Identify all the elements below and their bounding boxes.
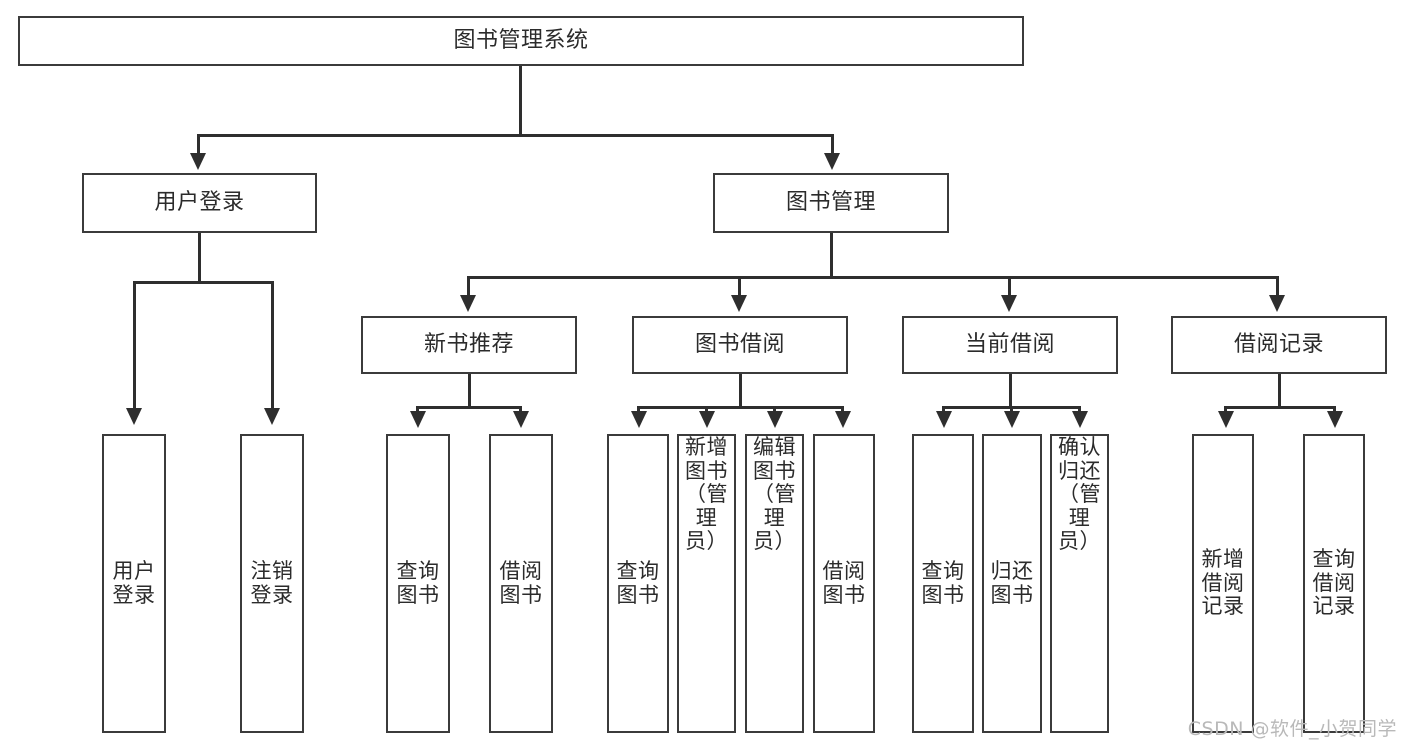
arrow-current-borrow-to-return <box>1004 411 1020 428</box>
leaf-query-borrow-record[interactable]: 查询借阅记录 <box>1303 434 1365 733</box>
leaf-query-book-borrow[interactable]: 查询图书 <box>607 434 669 733</box>
connector-new-book-drop-1 <box>416 406 419 414</box>
arrow-user-login-to-login <box>126 408 142 425</box>
leaf-user-login[interactable]: 用户登录 <box>102 434 166 733</box>
leaf-edit-book-admin[interactable]: 编辑图书（管理员） <box>745 434 804 733</box>
node-root-label: 图书管理系统 <box>453 28 589 54</box>
node-new-book-recommend-label: 新书推荐 <box>423 332 514 358</box>
leaf-lend-book[interactable]: 借阅图书 <box>813 434 875 733</box>
connector-root-drop-1 <box>197 134 200 156</box>
arrow-current-borrow-to-confirm <box>1072 411 1088 428</box>
leaf-borrow-book-newbook-label: 借阅图书 <box>499 558 543 607</box>
arrow-book-mgmt-to-current-borrow <box>1001 295 1017 312</box>
arrow-root-to-book-mgmt <box>824 153 840 170</box>
leaf-confirm-return-admin-label: 确认归还（管理员） <box>1058 435 1101 554</box>
node-book-management-label: 图书管理 <box>785 190 876 216</box>
arrow-book-mgmt-to-borrow <box>731 295 747 312</box>
connector-current-borrow-drop-3 <box>1078 406 1081 414</box>
arrow-records-to-query <box>1327 411 1343 428</box>
arrow-book-borrow-to-add <box>699 411 715 428</box>
connector-root-bus <box>197 134 834 137</box>
connector-book-mgmt-stem <box>830 233 833 278</box>
node-book-borrow-label: 图书借阅 <box>694 332 785 358</box>
connector-book-mgmt-drop-4 <box>1276 276 1279 298</box>
arrow-new-book-to-borrow <box>513 411 529 428</box>
connector-book-borrow-drop-4 <box>841 406 844 414</box>
leaf-logout-label: 注销登录 <box>250 558 294 607</box>
connector-user-login-stem <box>198 233 201 283</box>
node-new-book-recommend[interactable]: 新书推荐 <box>361 316 577 374</box>
connector-root-drop-2 <box>831 134 834 156</box>
connector-new-book-stem <box>468 374 471 408</box>
arrow-book-mgmt-to-records <box>1269 295 1285 312</box>
leaf-query-book-current-label: 查询图书 <box>921 558 965 607</box>
arrow-book-borrow-to-edit <box>767 411 783 428</box>
arrow-records-to-add <box>1218 411 1234 428</box>
arrow-book-borrow-to-lend <box>835 411 851 428</box>
leaf-add-borrow-record-label: 新增借阅记录 <box>1201 547 1245 619</box>
leaf-query-book-newbook[interactable]: 查询图书 <box>386 434 450 733</box>
leaf-add-book-admin-label: 新增图书（管理员） <box>685 435 728 554</box>
leaf-edit-book-admin-label: 编辑图书（管理员） <box>753 435 796 554</box>
connector-records-stem <box>1278 374 1281 408</box>
connector-root-stem <box>519 66 522 136</box>
node-root[interactable]: 图书管理系统 <box>18 16 1024 66</box>
leaf-user-login-label: 用户登录 <box>112 558 156 607</box>
arrow-new-book-to-query <box>410 411 426 428</box>
leaf-query-borrow-record-label: 查询借阅记录 <box>1312 547 1356 619</box>
leaf-return-book[interactable]: 归还图书 <box>982 434 1042 733</box>
leaf-add-borrow-record[interactable]: 新增借阅记录 <box>1192 434 1254 733</box>
leaf-return-book-label: 归还图书 <box>990 558 1034 607</box>
csdn-watermark: CSDN @软件_小贺同学 <box>1187 718 1397 740</box>
connector-current-borrow-stem <box>1009 374 1012 408</box>
connector-records-drop-1 <box>1224 406 1227 414</box>
node-book-management[interactable]: 图书管理 <box>713 173 949 233</box>
arrow-root-to-user-login <box>190 153 206 170</box>
connector-book-borrow-drop-1 <box>637 406 640 414</box>
connector-book-borrow-stem <box>739 374 742 408</box>
connector-records-bus <box>1224 406 1336 409</box>
connector-new-book-bus <box>416 406 522 409</box>
leaf-query-book-borrow-label: 查询图书 <box>616 558 660 607</box>
arrow-user-login-to-logout <box>264 408 280 425</box>
arrow-current-borrow-to-query <box>936 411 952 428</box>
node-user-login[interactable]: 用户登录 <box>82 173 317 233</box>
connector-records-drop-2 <box>1333 406 1336 414</box>
connector-current-borrow-drop-2 <box>1010 406 1013 414</box>
node-borrow-records[interactable]: 借阅记录 <box>1171 316 1387 374</box>
node-borrow-records-label: 借阅记录 <box>1233 332 1324 358</box>
leaf-add-book-admin[interactable]: 新增图书（管理员） <box>677 434 736 733</box>
leaf-query-book-newbook-label: 查询图书 <box>396 558 440 607</box>
node-book-borrow[interactable]: 图书借阅 <box>632 316 848 374</box>
connector-book-mgmt-drop-1 <box>467 276 470 298</box>
connector-user-login-drop-2 <box>271 281 274 411</box>
connector-book-mgmt-drop-3 <box>1008 276 1011 298</box>
connector-book-borrow-drop-2 <box>705 406 708 414</box>
node-user-login-label: 用户登录 <box>154 190 245 216</box>
connector-book-mgmt-drop-2 <box>738 276 741 298</box>
arrow-book-mgmt-to-new-books <box>460 295 476 312</box>
node-current-borrow-label: 当前借阅 <box>964 332 1055 358</box>
leaf-logout[interactable]: 注销登录 <box>240 434 304 733</box>
node-current-borrow[interactable]: 当前借阅 <box>902 316 1118 374</box>
connector-new-book-drop-2 <box>519 406 522 414</box>
connector-book-mgmt-bus <box>467 276 1279 279</box>
leaf-lend-book-label: 借阅图书 <box>822 558 866 607</box>
connector-user-login-bus <box>133 281 274 284</box>
leaf-confirm-return-admin[interactable]: 确认归还（管理员） <box>1050 434 1109 733</box>
arrow-book-borrow-to-query <box>631 411 647 428</box>
connector-book-borrow-bus <box>637 406 844 409</box>
leaf-borrow-book-newbook[interactable]: 借阅图书 <box>489 434 553 733</box>
connector-user-login-drop-1 <box>133 281 136 411</box>
connector-book-borrow-drop-3 <box>773 406 776 414</box>
leaf-query-book-current[interactable]: 查询图书 <box>912 434 974 733</box>
connector-current-borrow-drop-1 <box>942 406 945 414</box>
